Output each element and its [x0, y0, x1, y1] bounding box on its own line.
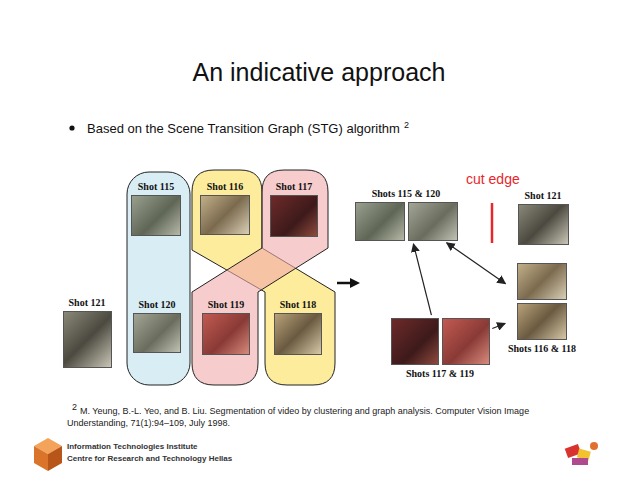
- institute-line: Information Technologies Institute: [67, 441, 232, 453]
- logo-face: [34, 446, 48, 471]
- shot-label: Shot 116: [207, 181, 243, 193]
- shot-label: Shot 119: [208, 299, 244, 311]
- shot-node: Shot 119: [202, 299, 250, 355]
- reference-text: M. Yeung, B.-L. Yeo, and B. Liu. Segment…: [67, 406, 529, 428]
- shot-label: Shot 117: [276, 181, 312, 193]
- cut-mark: [491, 203, 494, 243]
- shot-label: Shot 118: [280, 299, 316, 311]
- shot-node: Shot 115: [131, 181, 181, 236]
- thumbnail-group: [202, 313, 250, 355]
- logo-part: [572, 458, 588, 465]
- video-thumbnail: [274, 313, 322, 355]
- video-thumbnail: [408, 202, 458, 241]
- video-thumbnail: [133, 313, 181, 353]
- shot-node: Shot 116: [200, 181, 250, 235]
- bullet-line: Based on the Scene Transition Graph (STG…: [87, 120, 409, 136]
- shot-label: Shot 120: [139, 299, 176, 311]
- shot-node: Shot 121: [63, 297, 112, 368]
- thumbnail-group: [391, 318, 490, 365]
- shot-node: Shots 117 & 119: [391, 318, 490, 380]
- video-thumbnail: [131, 195, 181, 236]
- video-thumbnail: [202, 313, 250, 355]
- cluster-blob: [192, 170, 335, 385]
- shot-node: Shot 118: [274, 299, 322, 355]
- bullet-text: Based on the Scene Transition Graph (STG…: [87, 121, 400, 136]
- video-thumbnail: [63, 311, 112, 368]
- video-thumbnail: [442, 318, 490, 365]
- video-thumbnail: [391, 318, 439, 365]
- video-thumbnail: [517, 303, 567, 340]
- thumbnail-group: [133, 313, 181, 353]
- cluster-blob: [127, 172, 190, 385]
- shot-node: Shot 117: [270, 181, 318, 237]
- shot-node: Shot 121: [518, 190, 569, 245]
- shot-label: Shots 115 & 120: [372, 188, 441, 200]
- shot-label: Shots 117 & 119: [406, 368, 474, 380]
- video-thumbnail: [270, 195, 318, 237]
- shot-label: Shots 116 & 118: [508, 343, 576, 355]
- footnote-ref: 2: [404, 120, 409, 130]
- transform-arrowhead: [350, 278, 360, 288]
- video-thumbnail: [518, 204, 569, 245]
- transform-arrow: [337, 282, 352, 285]
- thumbnail-group: [131, 195, 181, 236]
- institute-line: Centre for Research and Technology Hella…: [67, 453, 232, 465]
- institute-logo: [34, 438, 62, 471]
- thumbnail-group: [270, 195, 318, 237]
- shot-node: Shots 115 & 120: [355, 188, 458, 241]
- bullet-dot: [69, 125, 74, 130]
- video-thumbnail: [517, 263, 567, 300]
- shot-label: Shot 121: [69, 297, 106, 309]
- video-thumbnail: [355, 202, 405, 241]
- shot-node: Shots 116 & 118: [508, 263, 576, 355]
- logo-part: [590, 442, 598, 450]
- shot-label: Shot 121: [525, 190, 562, 202]
- thumbnail-group: [517, 263, 567, 340]
- institute-name: Information Technologies InstituteCentre…: [67, 441, 232, 465]
- shot-node: Shot 120: [133, 299, 181, 353]
- cut-edge-label: cut edge: [466, 171, 520, 187]
- thumbnail-group: [518, 204, 569, 245]
- thumbnail-group: [274, 313, 322, 355]
- transition-edge: [413, 244, 431, 315]
- thumbnail-group: [200, 195, 250, 235]
- thumbnail-group: [63, 311, 112, 368]
- video-thumbnail: [200, 195, 250, 235]
- slide-title: An indicative approach: [0, 58, 638, 87]
- thumbnail-group: [355, 202, 458, 241]
- shot-label: Shot 115: [138, 181, 174, 193]
- partner-logo: [565, 442, 598, 465]
- transition-edge: [447, 243, 506, 284]
- logo-face: [48, 446, 62, 471]
- footnote-number: 2: [72, 402, 77, 412]
- footnote: 2M. Yeung, B.-L. Yeo, and B. Liu. Segmen…: [67, 401, 567, 429]
- transition-edge: [492, 323, 505, 328]
- cluster-blob: [192, 170, 328, 385]
